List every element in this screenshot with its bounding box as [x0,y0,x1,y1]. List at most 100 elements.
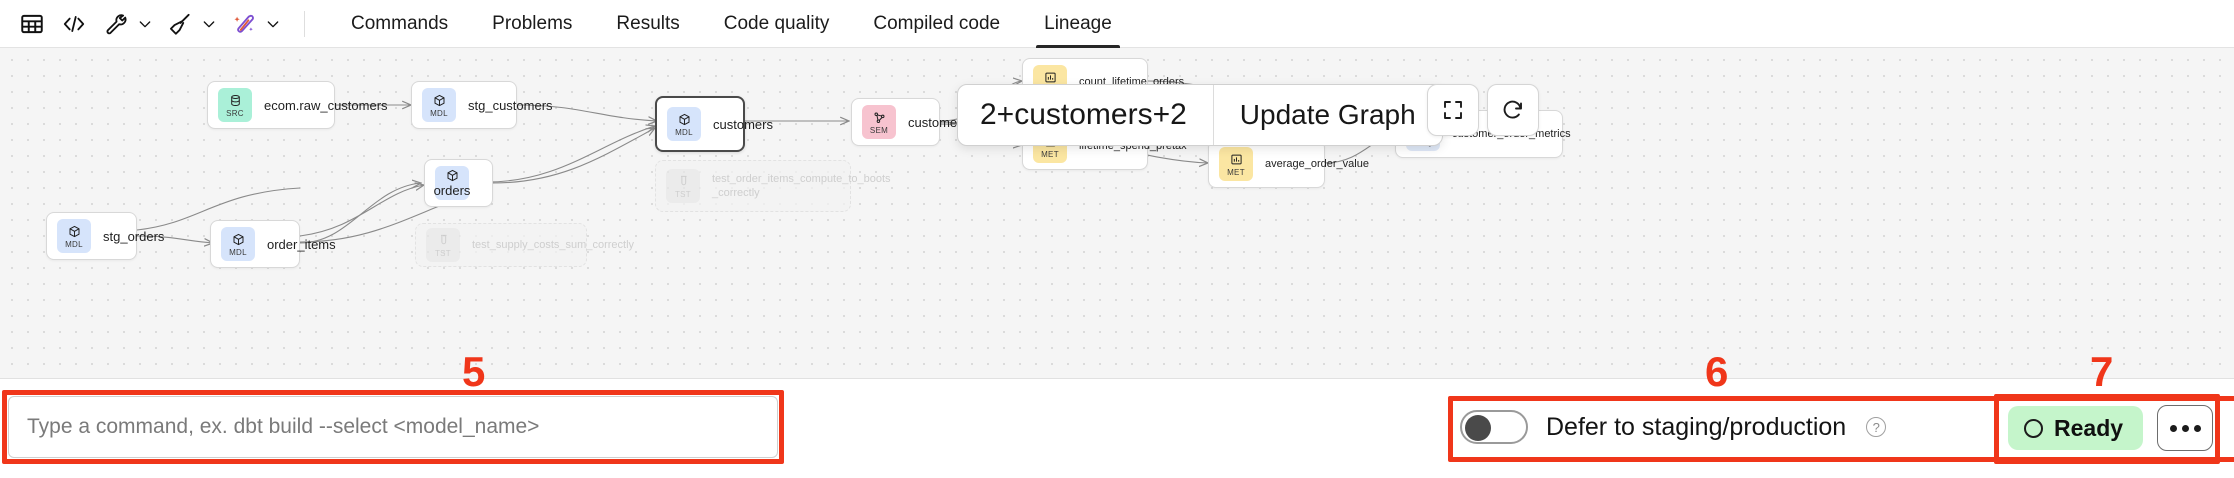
lineage-node-orders[interactable]: orders [424,159,493,207]
node-label: test_order_items_compute_to_boots _corre… [712,173,891,199]
model-badge: MDL [221,227,255,261]
test-tube-icon [677,174,690,189]
node-label: ecom.raw_customers [264,97,388,113]
graph-nodes-icon [873,110,886,125]
model-badge: MDL [57,219,91,253]
table-view-group [14,6,50,42]
fit-view-button[interactable] [1427,84,1479,136]
dot-icon [2193,424,2201,432]
lineage-node-customers-semantic[interactable]: SEM customers [851,98,968,146]
model-badge: orders [433,166,471,200]
main-tabs: Commands Problems Results Code quality C… [329,0,1134,48]
metric-badge: MET [1219,147,1253,181]
lineage-node-test-supply-costs[interactable]: TST test_supply_costs_sum_correctly [415,223,634,267]
defer-toggle[interactable] [1460,410,1528,444]
table-icon[interactable] [14,6,50,42]
defer-label: Defer to staging/production [1546,412,1847,441]
graph-selector-overlay: 2+customers+2 Update Graph [957,84,1443,146]
lineage-canvas[interactable]: SRC ecom.raw_customers MDL stg_customers… [0,48,2234,378]
wrench-chevron-down-icon[interactable] [134,6,156,42]
node-label: stg_customers [468,97,553,113]
help-circle-icon[interactable]: ? [1866,417,1887,437]
cube-icon [232,232,245,247]
semantic-badge: SEM [862,105,896,139]
cube-icon [433,93,446,108]
status-circle-icon [2024,418,2043,438]
bar-chart-icon [1044,70,1057,85]
toolbar-icon-group [0,0,290,48]
tab-lineage-label: Lineage [1044,12,1112,34]
node-label: average_order_value [1265,158,1369,170]
code-view-group [56,6,92,42]
lineage-node-order-items[interactable]: MDL order_items [210,220,336,268]
command-input-wrapper [8,396,778,458]
defer-control-group: Defer to staging/production ? [1460,410,1887,444]
status-label: Ready [2054,414,2124,441]
broom-icon[interactable] [162,6,198,42]
toggle-knob [1465,415,1491,441]
ai-chevron-down-icon[interactable] [262,6,284,42]
tab-results-label: Results [616,12,680,34]
badge-kind-label: MDL [675,127,693,137]
broom-chevron-down-icon[interactable] [198,6,220,42]
database-icon [229,93,242,108]
command-input[interactable] [8,396,778,458]
bar-chart-icon [1230,152,1243,167]
ai-assist-group [226,6,284,42]
overlay-divider [1212,85,1214,145]
format-group [162,6,220,42]
test-tube-icon [437,233,450,248]
badge-kind-label: MDL [229,247,247,257]
cube-icon [446,168,459,183]
code-icon[interactable] [56,6,92,42]
node-label: test_supply_costs_sum_correctly [472,239,635,251]
test-badge: TST [666,169,700,203]
dot-icon [2169,424,2177,432]
tab-compiled-code[interactable]: Compiled code [851,0,1022,48]
update-graph-button[interactable]: Update Graph [1239,99,1416,130]
tab-results[interactable]: Results [594,0,701,48]
more-actions-button[interactable] [2157,405,2214,451]
lineage-selector-input[interactable]: 2+customers+2 [980,98,1187,131]
lineage-node-raw-customers[interactable]: SRC ecom.raw_customers [207,81,388,129]
tab-code-quality[interactable]: Code quality [702,0,852,48]
test-badge: TST [426,228,460,262]
refresh-graph-button[interactable] [1487,84,1539,136]
toolbar-divider [304,10,305,37]
tab-problems[interactable]: Problems [470,0,594,48]
node-label: customers [908,114,968,130]
badge-kind-label: MDL [430,108,448,118]
cube-icon [678,112,691,127]
model-badge: MDL [667,107,701,141]
node-label: order_items [267,236,336,252]
source-badge: SRC [218,88,252,122]
badge-kind-label: SEM [869,125,889,135]
lineage-node-stg-customers[interactable]: MDL stg_customers [411,81,553,129]
dot-icon [2181,424,2189,432]
status-badge[interactable]: Ready [2008,406,2144,450]
cube-icon [68,224,81,239]
tab-compiled-code-label: Compiled code [873,12,1001,34]
magic-wand-icon[interactable] [226,6,262,42]
node-label: stg_orders [103,228,165,244]
lineage-node-test-order-items[interactable]: TST test_order_items_compute_to_boots _c… [655,160,891,212]
tab-commands[interactable]: Commands [329,0,470,48]
tab-problems-label: Problems [492,12,573,34]
lineage-node-average-order-value[interactable]: MET average_order_value [1208,140,1369,188]
build-tools-group [98,6,156,42]
badge-kind-label: MET [1227,167,1245,177]
badge-kind-label: SRC [226,108,244,118]
tab-code-quality-label: Code quality [723,12,830,34]
wrench-icon[interactable] [98,6,134,42]
badge-kind-label: TST [674,189,691,199]
node-label: customers [713,116,773,132]
lineage-node-stg-orders[interactable]: MDL stg_orders [46,212,164,260]
node-label: orders [433,183,471,198]
lineage-node-customers-model[interactable]: MDL customers [655,96,773,152]
badge-kind-label: MET [1041,149,1059,159]
tab-lineage[interactable]: Lineage [1022,0,1134,48]
badge-kind-label: MDL [65,239,83,249]
status-group: Ready [2008,405,2214,451]
tab-commands-label: Commands [351,12,449,34]
